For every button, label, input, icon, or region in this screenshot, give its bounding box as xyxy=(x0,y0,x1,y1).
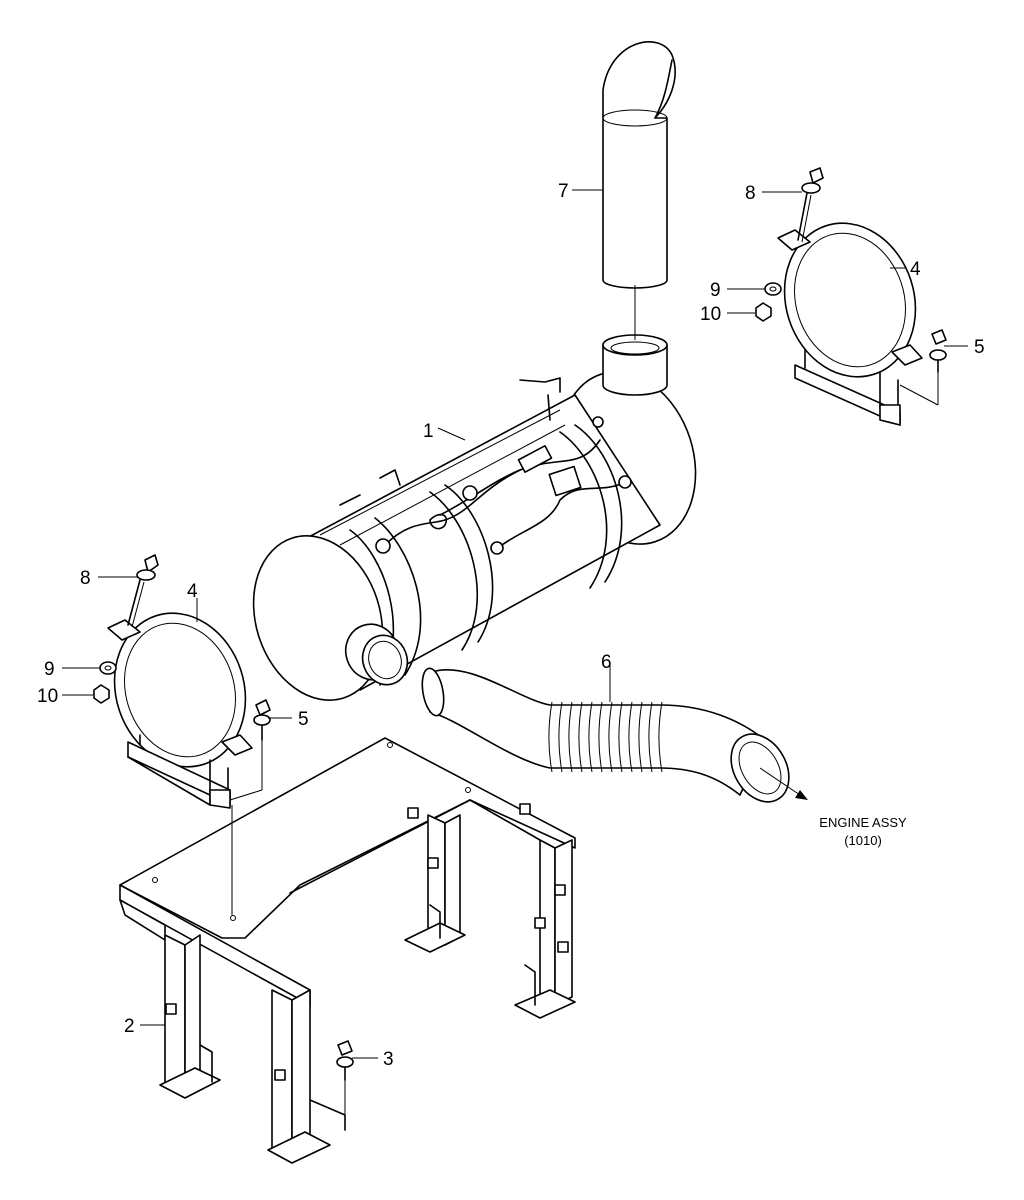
leader-lines xyxy=(62,189,968,1120)
callout-4-right: 4 xyxy=(910,259,921,280)
callout-2: 2 xyxy=(124,1016,135,1037)
clamp-band-left xyxy=(107,612,253,809)
callout-6: 6 xyxy=(601,652,612,673)
mounting-bracket xyxy=(119,737,576,1164)
engine-assy-code: (1010) xyxy=(844,833,882,848)
callout-4-left: 4 xyxy=(187,581,198,602)
callout-8-left: 8 xyxy=(80,568,91,589)
callout-10-left: 10 xyxy=(37,686,58,707)
clamp-band-right xyxy=(777,222,923,426)
callout-7: 7 xyxy=(558,181,569,202)
callout-8-right: 8 xyxy=(745,183,756,204)
fasteners xyxy=(93,167,947,1081)
callout-3: 3 xyxy=(383,1049,394,1070)
arrow-icon xyxy=(795,790,808,800)
engine-assy-label: ENGINE ASSY xyxy=(819,815,907,830)
muffler-assembly xyxy=(252,334,697,701)
callout-9-right: 9 xyxy=(710,280,721,301)
callout-5-left: 5 xyxy=(298,709,309,730)
flex-pipe xyxy=(421,667,790,803)
callout-10-right: 10 xyxy=(700,304,721,325)
callout-1: 1 xyxy=(423,421,434,442)
callout-labels: 7 1 6 4 8 9 10 5 8 9 10 4 5 2 3 ENGINE A… xyxy=(37,181,985,1070)
callout-5-right: 5 xyxy=(974,337,985,358)
corrugations xyxy=(548,701,663,773)
tail-pipe xyxy=(602,41,676,289)
callout-9-left: 9 xyxy=(44,659,55,680)
